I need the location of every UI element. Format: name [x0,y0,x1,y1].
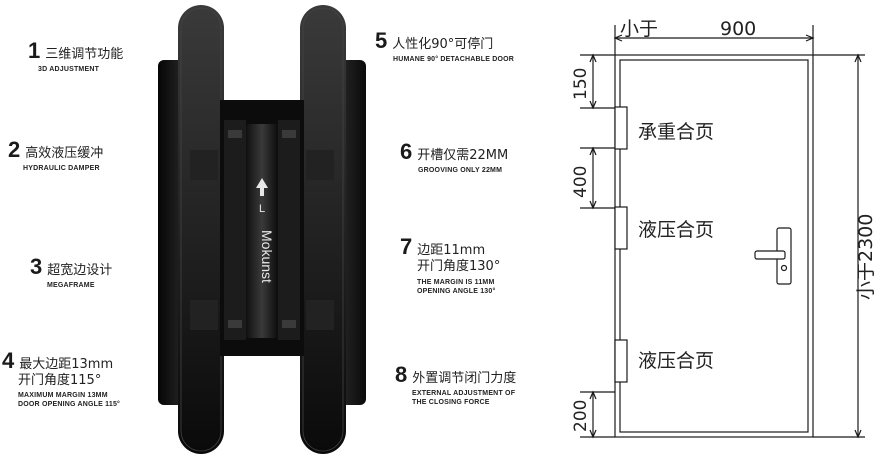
hinge-block-3 [614,339,628,383]
feature-title: 人性化90°可停门 [392,37,494,52]
feature-4: 4 最大边距13mm 开门角度115° MAXIMUM MARGIN 13MM D… [2,350,120,409]
feature-7: 7 边距11mm 开门角度130° THE MARGIN IS 11MM OPEN… [400,236,500,296]
hinge-left-leaf [158,5,224,454]
feature-subtitle: THE MARGIN IS 11MM [417,279,495,286]
hinge-direction-label: L [259,203,265,215]
feature-subtitle-line2: DOOR OPENING ANGLE 115° [18,401,121,408]
feature-8: 8 外置调节闭门力度 EXTERNAL ADJUSTMENT OF THE CLO… [395,364,516,407]
feature-title: 外置调节闭门力度 [412,371,517,386]
hinge-label-3: 液压合页 [638,350,714,372]
feature-title-line2: 开门角度115° [18,373,102,388]
hinge-label-2: 液压合页 [638,219,714,241]
feature-number: 1 [28,38,41,63]
feature-6: 6 开槽仅需22MM GROOVING ONLY 22MM [400,141,508,175]
width-prefix-label: 小于 [620,18,658,40]
feature-title-line2: 开门角度130° [417,259,501,274]
feature-number: 7 [400,234,413,259]
hinge-brand-text: Mokunst [259,230,275,283]
feature-title: 边距11mm [417,243,486,258]
feature-2: 2 高效液压缓冲 HYDRAULIC DAMPER [8,139,103,173]
hinge-label-1: 承重合页 [638,121,714,143]
feature-title: 高效液压缓冲 [25,146,104,161]
hinge-block-2 [614,206,628,250]
feature-title: 最大边距13mm [19,357,114,372]
feature-subtitle-line2: THE CLOSING FORCE [412,399,490,406]
feature-3: 3 超宽边设计 MEGAFRAME [30,256,112,290]
hinge-center-body [220,100,304,356]
dim-mid-label: 400 [571,166,591,198]
hinge-block-1 [614,106,628,150]
feature-title: 超宽边设计 [47,263,113,278]
feature-subtitle: HUMANE 90° DETACHABLE DOOR [393,56,515,63]
feature-subtitle-line2: OPENING ANGLE 130° [417,288,496,295]
hinge-illustration: L Mokunst [158,5,366,454]
feature-1: 1 三维调节功能 3D ADJUSTMENT [28,40,123,74]
hinge-right-leaf [300,5,366,454]
feature-5: 5 人性化90°可停门 HUMANE 90° DETACHABLE DOOR [375,30,514,64]
dim-bottom-label: 200 [571,400,591,432]
feature-subtitle: MAXIMUM MARGIN 13MM [18,392,108,399]
door-handle-icon [754,227,792,285]
feature-number: 2 [8,137,21,162]
feature-number: 5 [375,28,388,53]
feature-subtitle: EXTERNAL ADJUSTMENT OF [412,390,516,397]
door-dimension-drawing: 小于 900 小于2300 150 400 200 承重合页 液压合页 液压合页 [571,18,877,439]
feature-title: 开槽仅需22MM [417,148,509,163]
feature-number: 8 [395,362,408,387]
feature-number: 6 [400,139,413,164]
feature-subtitle: 3D ADJUSTMENT [38,66,100,73]
feature-title: 三维调节功能 [45,47,124,62]
width-dimension-label: 900 [720,18,756,40]
feature-number: 3 [30,254,43,279]
height-dimension-label: 小于2300 [855,214,877,300]
feature-number: 4 [2,348,15,373]
feature-subtitle: HYDRAULIC DAMPER [23,165,100,172]
arrow-up-icon [256,178,268,196]
dim-top-label: 150 [571,68,591,100]
feature-subtitle: GROOVING ONLY 22MM [418,167,503,174]
feature-subtitle: MEGAFRAME [47,282,95,289]
